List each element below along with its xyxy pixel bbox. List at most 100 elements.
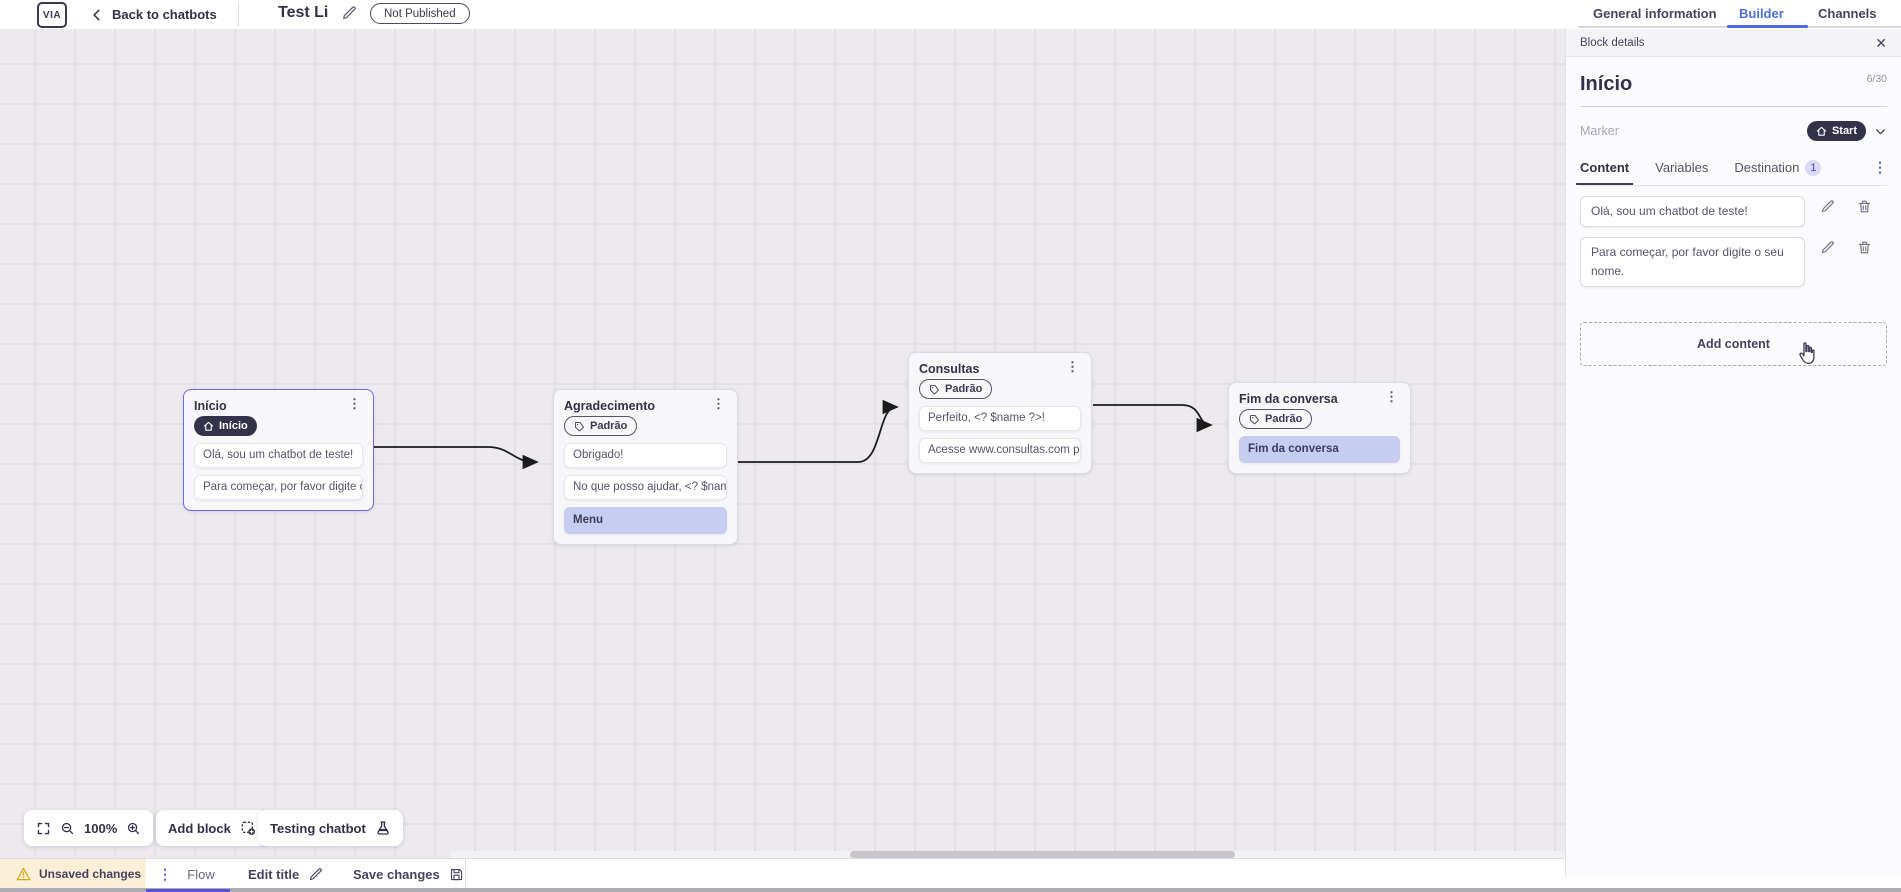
block-menu-icon[interactable]: ⋮ [1066,359,1079,374]
unsaved-changes-status: Unsaved changes [0,859,146,889]
message-card[interactable]: Obrigado! [564,443,727,468]
action-card-menu[interactable]: Menu [564,507,727,534]
padrao-badge: Padrão [919,379,993,399]
footer-divider [465,859,466,889]
add-block-icon [240,820,256,836]
home-icon [203,421,214,431]
zoom-controls: 100% [24,810,154,846]
block-title: Agradecimento [564,399,655,413]
block-details-panel: Block details ✕ Início 6/30 Marker Start [1565,29,1901,877]
message-card[interactable]: Acesse www.consultas.com par... [919,438,1081,463]
edit-content-icon[interactable] [1820,240,1835,255]
tab-general-information[interactable]: General information [1593,5,1717,21]
warning-icon [16,867,31,881]
chatbot-title: Test Li [278,4,329,21]
panel-tabs-menu-icon[interactable]: ⋮ [1873,159,1887,175]
char-counter: 6/30 [1866,73,1887,85]
panel-header: Block details ✕ [1566,29,1901,57]
chevron-left-icon [90,8,104,22]
flow-block-fim-da-conversa[interactable]: Fim da conversa ⋮ Padrão Fim da conversa [1228,382,1411,474]
fit-screen-icon[interactable] [36,821,51,836]
block-menu-icon[interactable]: ⋮ [712,396,725,411]
flow-block-inicio[interactable]: Início ⋮ Início Olá, sou um chatbot de t… [183,389,374,511]
zoom-level: 100% [84,820,118,836]
destination-count-badge: 1 [1805,159,1822,176]
panel-title: Block details [1580,36,1645,49]
badge-label: Padrão [1265,413,1303,425]
tag-icon [930,384,939,394]
save-changes-label: Save changes [353,866,440,882]
padrao-badge: Padrão [1239,409,1313,429]
badge-label: Início [219,420,248,432]
block-title: Início [194,399,227,413]
block-menu-icon[interactable]: ⋮ [1385,389,1398,404]
flow-block-consultas[interactable]: Consultas ⋮ Padrão Perfeito, <? $name ?>… [908,352,1092,474]
delete-content-icon[interactable] [1857,199,1872,214]
pencil-icon [308,867,323,882]
testing-chatbot-button[interactable]: Testing chatbot [258,810,403,846]
top-header: VIA Back to chatbots Test Li Not Publish… [0,0,1901,29]
flow-tab-active-indicator [146,889,230,892]
edit-title-icon[interactable] [341,5,357,21]
marker-label: Marker [1580,124,1619,138]
block-name-input[interactable]: Início [1580,73,1633,95]
horizontal-scrollbar-thumb[interactable] [850,851,1235,858]
tab-builder[interactable]: Builder [1739,5,1784,21]
message-card[interactable]: Olá, sou um chatbot de teste! [194,443,363,468]
bottom-bar: Unsaved changes ⋮ Flow Edit title Save c… [0,858,1565,892]
back-label: Back to chatbots [112,7,217,22]
header-tabs-active-indicator [1727,25,1808,28]
close-icon[interactable]: ✕ [1875,34,1887,51]
header-divider [238,3,239,26]
tab-label: Destination [1734,160,1800,175]
block-menu-icon[interactable]: ⋮ [348,396,361,411]
content-text-card[interactable]: Olá, sou um chatbot de teste! [1580,196,1805,227]
block-title: Fim da conversa [1239,392,1338,406]
marker-value: Start [1831,125,1857,137]
marker-start-badge[interactable]: Start [1806,121,1866,141]
tab-variables[interactable]: Variables [1655,160,1708,184]
edit-title-label: Edit title [248,866,300,882]
footer-menu-icon[interactable]: ⋮ [158,866,172,882]
flow-block-agradecimento[interactable]: Agradecimento ⋮ Padrão Obrigado! No que … [553,389,738,545]
tab-channels[interactable]: Channels [1818,5,1877,21]
bottom-scroll-strip [0,888,1901,892]
zoom-in-icon[interactable] [126,821,141,836]
message-card[interactable]: Perfeito, <? $name ?>! [919,406,1081,431]
add-content-button[interactable]: Add content [1580,322,1887,366]
chevron-down-icon[interactable] [1874,125,1887,138]
message-card[interactable]: Para começar, por favor digite o ... [194,475,363,500]
delete-content-icon[interactable] [1857,240,1872,255]
home-icon [1816,126,1827,136]
zoom-out-icon[interactable] [60,821,75,836]
tab-flow[interactable]: Flow [187,866,215,882]
message-card[interactable]: No que posso ajudar, <? $name ... [564,475,727,500]
block-title: Consultas [919,362,980,376]
save-changes-button[interactable]: Save changes [353,859,464,889]
content-item-row: Olá, sou um chatbot de teste! [1580,196,1887,227]
app-logo: VIA [37,2,67,28]
edit-title-button[interactable]: Edit title [248,859,323,889]
padrao-badge: Padrão [564,416,638,436]
tab-label: Content [1580,160,1630,175]
tag-icon [1250,414,1259,424]
edit-content-icon[interactable] [1820,199,1835,214]
unsaved-changes-label: Unsaved changes [39,867,142,881]
flask-icon [375,820,391,836]
content-text-card[interactable]: Para começar, por favor digite o seu nom… [1580,237,1805,287]
back-to-chatbots-button[interactable]: Back to chatbots [90,0,217,29]
content-item-row: Para começar, por favor digite o seu nom… [1580,237,1887,287]
action-card-end[interactable]: Fim da conversa [1239,436,1400,463]
flow-connections [374,399,1213,470]
add-block-label: Add block [168,820,231,836]
start-marker-badge: Início [194,416,257,436]
tab-content[interactable]: Content [1575,160,1634,185]
flow-canvas[interactable]: Início ⋮ Início Olá, sou um chatbot de t… [0,29,1565,858]
tab-destination[interactable]: Destination 1 [1734,159,1822,185]
panel-tabs: Content Variables Destination 1 ⋮ [1575,159,1887,186]
badge-label: Padrão [590,420,628,432]
testing-chatbot-label: Testing chatbot [270,820,366,836]
horizontal-scrollbar [450,851,1565,858]
add-block-button[interactable]: Add block [156,810,268,846]
